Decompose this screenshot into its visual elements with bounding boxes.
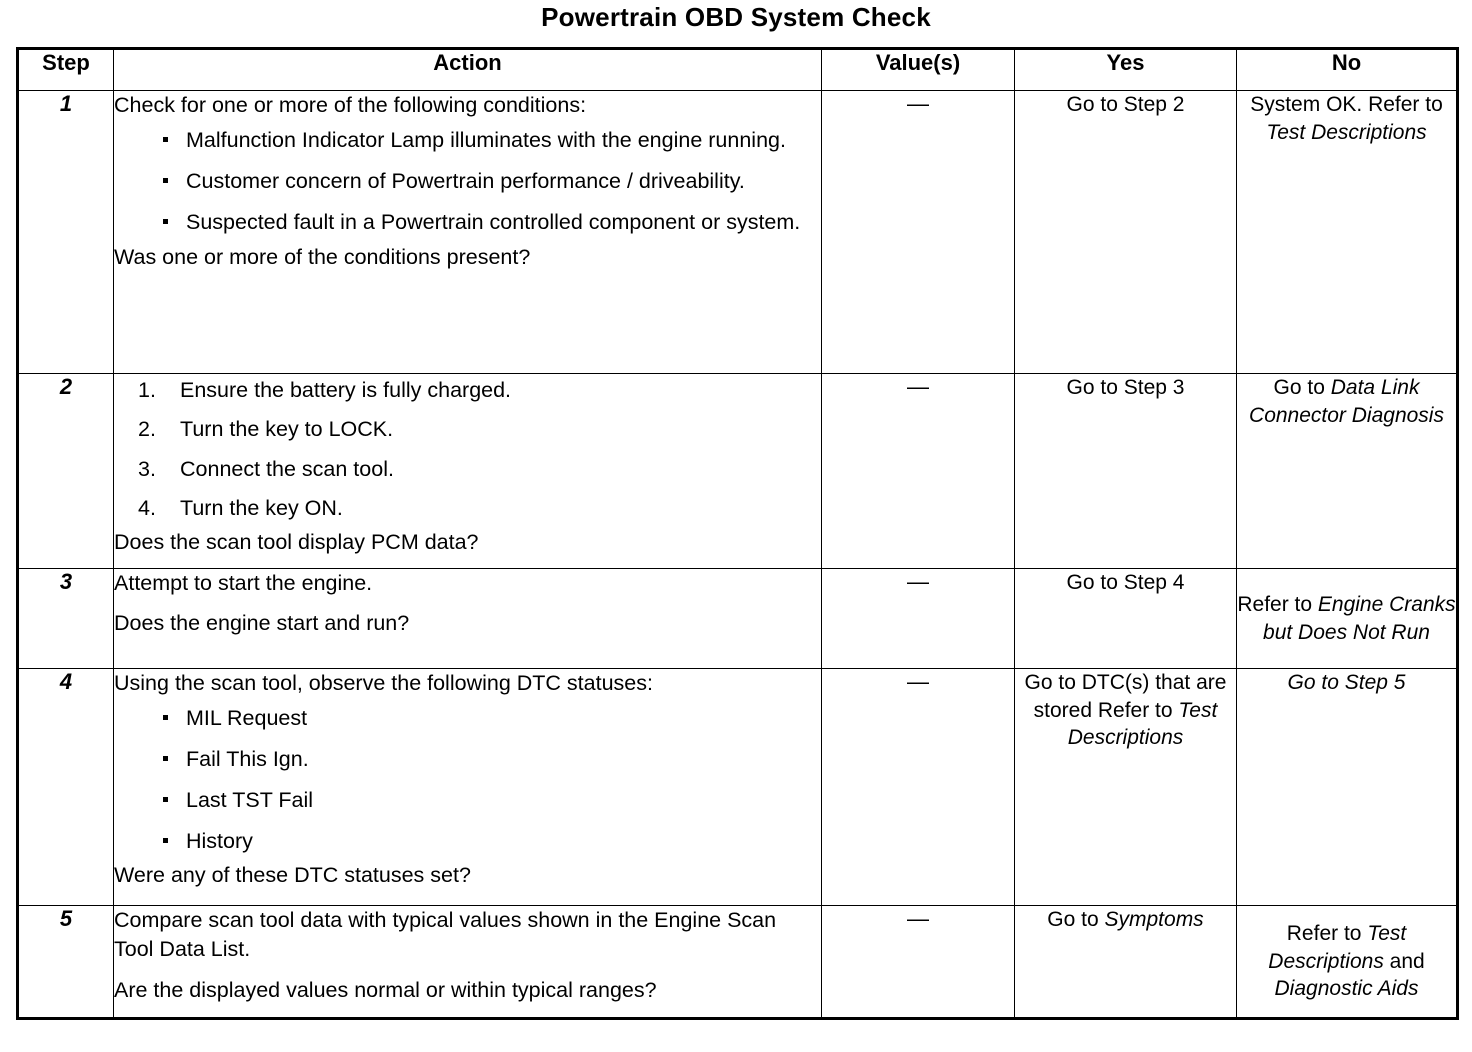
value-cell: — [821, 373, 1015, 569]
no-cell: Refer to Test Descriptions and Diagnosti… [1236, 905, 1458, 1019]
yes-cell: Go to Step 3 [1014, 373, 1237, 569]
step-number: 5 [17, 905, 114, 1019]
action-cell: Attempt to start the engine. Does the en… [113, 568, 822, 669]
yes-cell: Go to Step 2 [1014, 90, 1237, 374]
no-cell: Refer to Engine Cranks but Does Not Run [1236, 568, 1458, 669]
column-header-yes: Yes [1014, 48, 1237, 91]
action-cell: Check for one or more of the following c… [113, 90, 822, 374]
action-bullet-list: Malfunction Indicator Lamp illuminates w… [114, 126, 821, 236]
no-text-italic: Test Descriptions [1268, 921, 1407, 973]
step-number: 3 [17, 568, 114, 669]
action-lead-text: Check for one or more of the following c… [114, 93, 587, 117]
no-text-italic: Go to Step 5 [1287, 671, 1406, 694]
list-item: History [160, 827, 821, 856]
table-row: 3 Attempt to start the engine. Does the … [17, 568, 1458, 669]
yes-cell: Go to Symptoms [1014, 905, 1237, 1019]
yes-cell: Go to DTC(s) that are stored Refer to Te… [1014, 668, 1237, 906]
no-text-plain: Refer to [1237, 592, 1318, 616]
yes-text-plain: Go to [1047, 908, 1105, 931]
action-question-text: Are the displayed values normal or withi… [114, 978, 657, 1003]
list-item: Ensure the battery is fully charged. [138, 376, 512, 405]
yes-text-italic: Test Descriptions [1067, 698, 1218, 750]
action-cell: Ensure the battery is fully charged. Tur… [113, 373, 822, 569]
list-item: Connect the scan tool. [138, 455, 394, 484]
column-header-step: Step [17, 48, 114, 91]
action-lead-text: Compare scan tool data with typical valu… [114, 908, 777, 962]
yes-cell: Go to Step 4 [1014, 568, 1237, 669]
list-item: Last TST Fail [160, 786, 821, 815]
table-header-row: Step Action Value(s) Yes No [17, 48, 1458, 91]
obd-system-check-table: Step Action Value(s) Yes No 1 Check for … [16, 47, 1459, 1020]
value-cell: — [821, 668, 1015, 906]
no-text-italic: Test Descriptions [1266, 120, 1427, 144]
no-cell: Go to Step 5 [1236, 668, 1458, 906]
table-row: 5 Compare scan tool data with typical va… [17, 905, 1458, 1019]
list-item: Turn the key to LOCK. [138, 415, 394, 444]
value-cell: — [821, 90, 1015, 374]
action-lead-text: Attempt to start the engine. [114, 571, 373, 595]
no-text-plain: Go to [1273, 376, 1331, 399]
action-cell: Using the scan tool, observe the followi… [113, 668, 822, 906]
column-header-action: Action [113, 48, 822, 91]
action-question-text: Were any of these DTC statuses set? [114, 863, 471, 888]
action-numbered-list: Ensure the battery is fully charged. Tur… [114, 376, 821, 523]
step-number: 4 [17, 668, 114, 906]
action-question-text: Does the engine start and run? [114, 611, 410, 636]
no-cell: System OK. Refer to Test Descriptions [1236, 90, 1458, 374]
page-title: Powertrain OBD System Check [541, 2, 931, 32]
column-header-values: Value(s) [821, 48, 1015, 91]
no-text-italic: Data Link Connector Diagnosis [1249, 376, 1444, 427]
list-item: MIL Request [160, 704, 821, 733]
yes-text-plain: Go to DTC(s) that are stored Refer to [1024, 671, 1227, 722]
action-cell: Compare scan tool data with typical valu… [113, 905, 822, 1019]
action-lead-text: Using the scan tool, observe the followi… [114, 671, 653, 695]
yes-text-plain: Go to Step 4 [1066, 571, 1185, 594]
list-item: Customer concern of Powertrain performan… [160, 167, 821, 196]
action-question-text: Does the scan tool display PCM data? [114, 529, 479, 554]
yes-text-italic: Symptoms [1104, 908, 1204, 931]
list-item: Fail This Ign. [160, 745, 821, 774]
step-number: 2 [17, 373, 114, 569]
value-cell: — [821, 568, 1015, 669]
no-text-plain: System OK. Refer to [1250, 93, 1443, 116]
value-cell: — [821, 905, 1015, 1019]
action-question-text: Was one or more of the conditions presen… [114, 244, 531, 269]
no-cell: Go to Data Link Connector Diagnosis [1236, 373, 1458, 569]
table-row: 2 Ensure the battery is fully charged. T… [17, 373, 1458, 569]
no-text-italic: Engine Cranks but Does Not Run [1263, 592, 1456, 644]
table-row: 1 Check for one or more of the following… [17, 90, 1458, 374]
step-number: 1 [17, 90, 114, 374]
list-item: Turn the key ON. [138, 494, 343, 523]
table-row: 4 Using the scan tool, observe the follo… [17, 668, 1458, 906]
no-text-italic-2: Diagnostic Aids [1274, 977, 1419, 1001]
action-bullet-list: MIL Request Fail This Ign. Last TST Fail… [114, 704, 821, 855]
no-text-plain: Refer to [1286, 921, 1368, 945]
no-text-plain-2: and [1383, 949, 1425, 973]
yes-text-plain: Go to Step 3 [1066, 376, 1185, 399]
column-header-no: No [1236, 48, 1458, 91]
list-item: Malfunction Indicator Lamp illuminates w… [160, 126, 821, 155]
list-item: Suspected fault in a Powertrain controll… [160, 208, 821, 237]
yes-text-plain: Go to Step 2 [1066, 93, 1185, 116]
